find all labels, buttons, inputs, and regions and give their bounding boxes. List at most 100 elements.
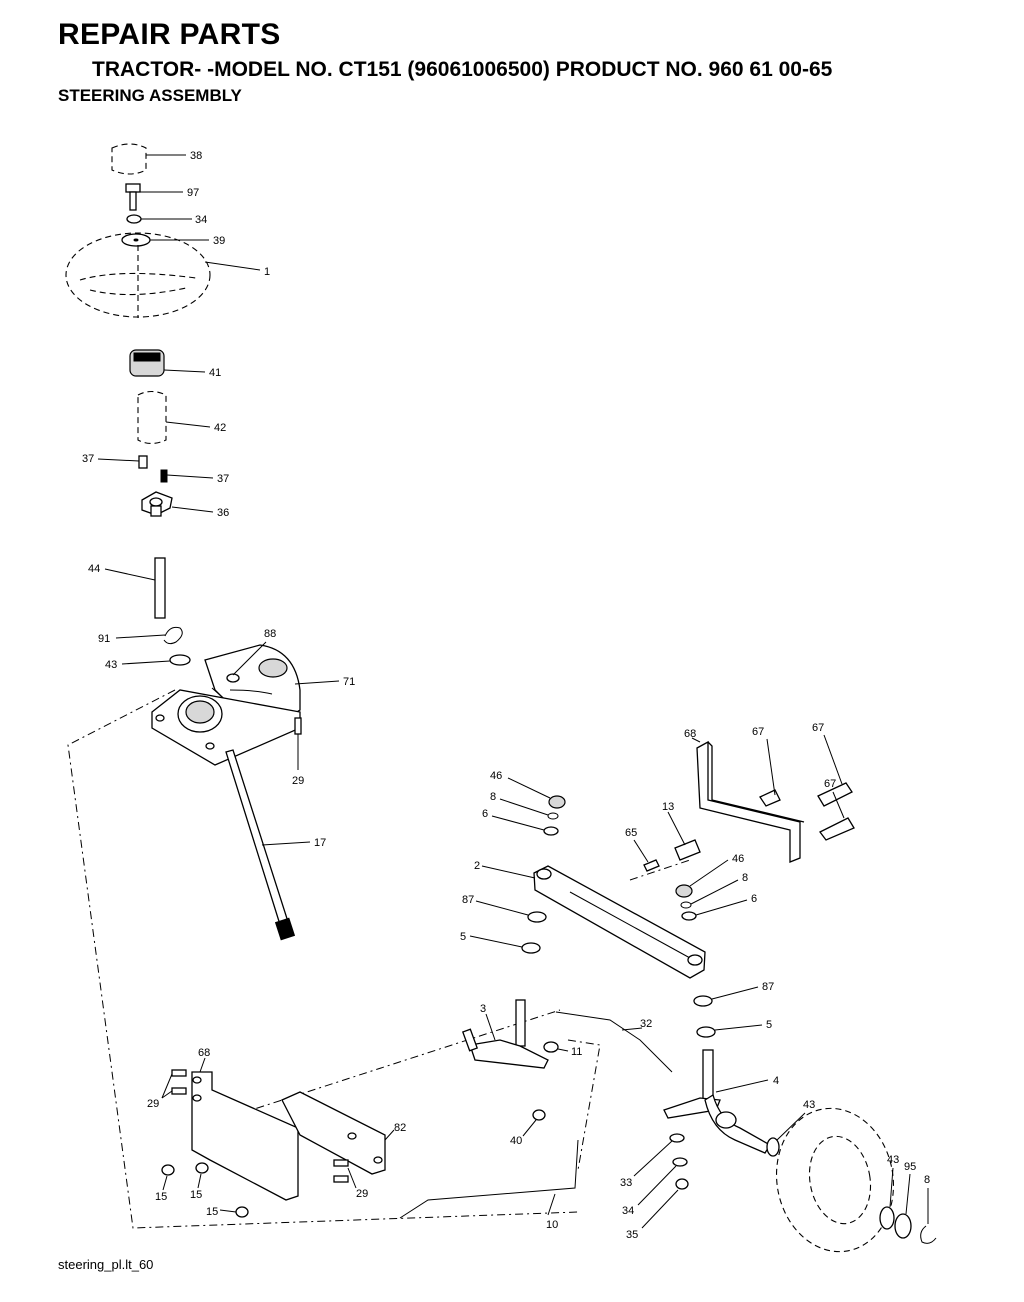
part-13-pivot-bushing: 13 bbox=[662, 801, 701, 861]
callout-15-b: 15 bbox=[190, 1189, 202, 1201]
part-1-steering-wheel: 1 bbox=[65, 232, 270, 318]
callout-38: 38 bbox=[190, 150, 202, 162]
part-68-steering-bracket: 68 bbox=[191, 1047, 299, 1201]
callout-65: 65 bbox=[625, 827, 637, 839]
part-29-bolts-lower: 29 bbox=[147, 1069, 187, 1110]
part-88-sector-knob: 88 bbox=[226, 628, 288, 683]
callout-39: 39 bbox=[213, 235, 225, 247]
callout-43-wheel: 43 bbox=[887, 1154, 899, 1166]
part-67-bolts: 67 67 67 bbox=[752, 722, 855, 841]
callout-8-left: 8 bbox=[490, 791, 496, 803]
part-65-pin: 65 bbox=[625, 827, 660, 872]
callout-29-right: 29 bbox=[356, 1188, 368, 1200]
part-stack-46-8-6-left: 46 8 6 bbox=[482, 770, 566, 836]
callout-3: 3 bbox=[480, 1003, 486, 1015]
part-3-spindle-left: 3 bbox=[461, 999, 549, 1069]
callout-40: 40 bbox=[510, 1135, 522, 1147]
part-29-bolt-upper: 29 bbox=[292, 717, 304, 787]
callout-67-c: 67 bbox=[824, 778, 836, 790]
callout-97: 97 bbox=[187, 187, 199, 199]
part-33-34-35-stack: 33 34 35 bbox=[620, 1133, 689, 1241]
callout-17: 17 bbox=[314, 837, 326, 849]
callout-6-left: 6 bbox=[482, 808, 488, 820]
callout-1: 1 bbox=[264, 266, 270, 278]
callout-2: 2 bbox=[474, 860, 480, 872]
callout-68-lower: 68 bbox=[198, 1047, 210, 1059]
callout-67-a: 67 bbox=[752, 726, 764, 738]
reference-line-drag-link bbox=[567, 1039, 601, 1171]
callout-95: 95 bbox=[904, 1161, 916, 1173]
page-title: REPAIR PARTS bbox=[58, 18, 281, 51]
callout-5-left: 5 bbox=[460, 931, 466, 943]
part-34-lockwasher: 34 bbox=[126, 214, 207, 226]
part-87-5-left: 87 5 bbox=[460, 894, 547, 954]
callout-43-upper: 43 bbox=[105, 659, 117, 671]
part-4-spindle-right: 4 bbox=[663, 1049, 779, 1154]
callout-33: 33 bbox=[620, 1177, 632, 1189]
callout-13: 13 bbox=[662, 801, 674, 813]
callout-29-left: 29 bbox=[147, 1098, 159, 1110]
callout-71: 71 bbox=[343, 676, 355, 688]
callout-5-right: 5 bbox=[766, 1019, 772, 1031]
callout-15-c: 15 bbox=[206, 1206, 218, 1218]
part-32-tie-rod: 32 bbox=[555, 1011, 673, 1073]
callout-44: 44 bbox=[88, 563, 100, 575]
part-91-hairpin-clip: 91 bbox=[98, 626, 183, 645]
callout-88: 88 bbox=[264, 628, 276, 640]
callout-4: 4 bbox=[773, 1075, 779, 1087]
callout-43-mid: 43 bbox=[803, 1099, 815, 1111]
callout-37-right: 37 bbox=[217, 473, 229, 485]
reference-line-frame bbox=[204, 1009, 561, 1126]
part-68-axle-bracket: 68 bbox=[684, 728, 805, 863]
callout-15-a: 15 bbox=[155, 1191, 167, 1203]
callout-10: 10 bbox=[546, 1219, 558, 1231]
part-97-bolt: 97 bbox=[125, 183, 199, 211]
part-43-95-8-wheel-hardware: 43 95 8 bbox=[879, 1154, 937, 1244]
part-44-upper-shaft: 44 bbox=[88, 557, 166, 619]
part-38-steering-cap: 38 bbox=[111, 143, 202, 175]
steering-gear-housing bbox=[151, 689, 301, 766]
callout-91: 91 bbox=[98, 633, 110, 645]
part-10-drag-link: 10 bbox=[399, 1139, 579, 1231]
front-wheel bbox=[775, 1107, 895, 1253]
callout-87-left: 87 bbox=[462, 894, 474, 906]
model-subtitle: TRACTOR- -MODEL NO. CT151 (96061006500) … bbox=[92, 58, 833, 81]
part-11-bushing: 11 bbox=[543, 1041, 582, 1058]
part-15-nuts: 15 15 15 bbox=[155, 1162, 249, 1218]
footer-code: steering_pl.lt_60 bbox=[58, 1257, 154, 1272]
part-39-washer: 39 bbox=[121, 233, 225, 247]
callout-11: 11 bbox=[571, 1046, 582, 1058]
part-stack-46-8-6-right: 46 8 6 bbox=[675, 853, 757, 921]
callout-6-right: 6 bbox=[751, 893, 757, 905]
callout-32: 32 bbox=[640, 1018, 652, 1030]
callout-87-right: 87 bbox=[762, 981, 774, 993]
section-title: STEERING ASSEMBLY bbox=[58, 86, 242, 105]
reference-line-left bbox=[67, 689, 579, 1229]
callout-29-upper: 29 bbox=[292, 775, 304, 787]
part-17-steering-shaft: 17 bbox=[225, 749, 326, 941]
callout-35: 35 bbox=[626, 1229, 638, 1241]
part-2-front-axle: 2 bbox=[474, 860, 706, 979]
callout-41: 41 bbox=[209, 367, 221, 379]
callout-46-right: 46 bbox=[732, 853, 744, 865]
callout-34-lower: 34 bbox=[622, 1205, 634, 1217]
callout-36: 36 bbox=[217, 507, 229, 519]
part-43-washer: 43 bbox=[105, 654, 191, 671]
callout-37-left: 37 bbox=[82, 453, 94, 465]
part-41-adapter: 41 bbox=[129, 349, 221, 379]
callout-46-left: 46 bbox=[490, 770, 502, 782]
callout-68-right: 68 bbox=[684, 728, 696, 740]
part-40-nut: 40 bbox=[510, 1109, 546, 1147]
part-43-washer-spindle: 43 bbox=[766, 1099, 815, 1157]
part-29-bolts-right: 29 bbox=[333, 1159, 368, 1200]
callout-82: 82 bbox=[394, 1122, 406, 1134]
part-36-flange-bearing: 36 bbox=[141, 491, 229, 519]
reference-line-pivot bbox=[629, 859, 691, 881]
callout-8-right: 8 bbox=[742, 872, 748, 884]
part-87-5-right: 87 5 bbox=[693, 981, 774, 1038]
callout-67-b: 67 bbox=[812, 722, 824, 734]
part-37-screws: 37 37 bbox=[82, 453, 229, 485]
callout-42: 42 bbox=[214, 422, 226, 434]
callout-34-top: 34 bbox=[195, 214, 207, 226]
